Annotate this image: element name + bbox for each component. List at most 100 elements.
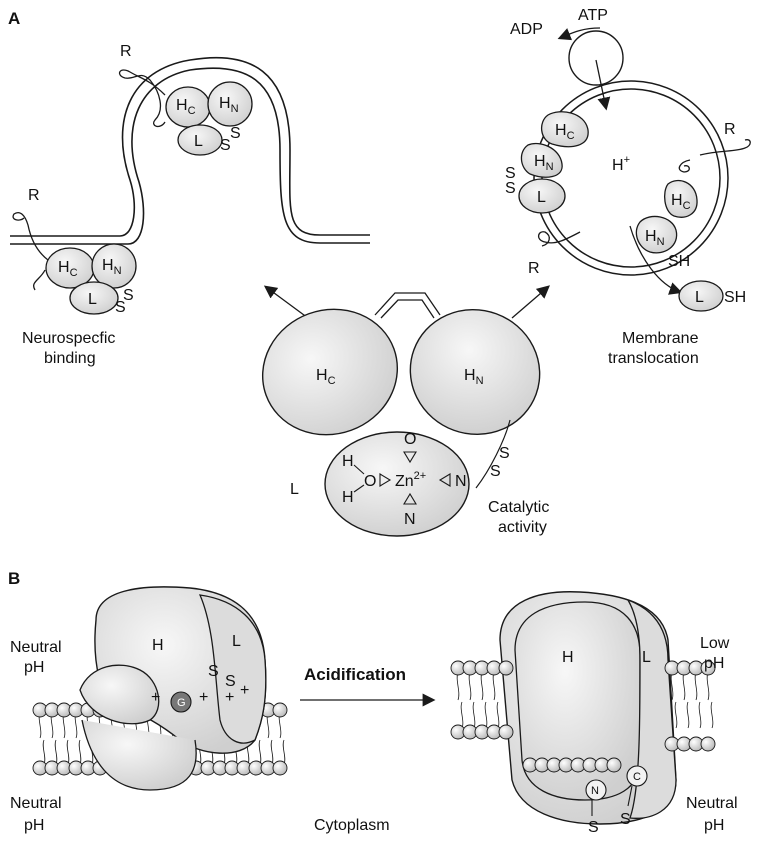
c-terminus-icon xyxy=(626,765,648,787)
s-label-neutral-2: S xyxy=(225,673,236,690)
interdomain-linker-inner xyxy=(380,299,435,319)
lipid-tail xyxy=(456,671,460,701)
membrane-translocation-group: ADP ATP H+ HC HN L S S R R HC HN SH L SH… xyxy=(505,7,751,367)
ganglioside-g-icon xyxy=(170,691,192,713)
s-label-vesicle-2: S xyxy=(505,180,516,197)
l-release-arrow xyxy=(629,225,683,295)
lipid-heads-right xyxy=(450,660,716,773)
n-terminus-label: N xyxy=(591,785,599,797)
hn-domain-vesicle-left xyxy=(520,142,563,178)
lipid-tail xyxy=(496,701,500,729)
lipid-head-lower xyxy=(606,757,622,773)
adp-label: ADP xyxy=(510,21,543,38)
plus-1: + xyxy=(151,689,160,706)
receptor-coil-vesicle-left xyxy=(537,231,581,247)
c-terminus-label: C xyxy=(633,771,641,783)
c-tail-line xyxy=(627,785,633,807)
lipid-tail xyxy=(686,701,690,729)
lipid-tail xyxy=(54,739,58,765)
lipid-tail xyxy=(66,739,70,765)
lipid-tail xyxy=(674,701,678,729)
arrow-to-binding xyxy=(263,285,309,319)
cytoplasm-label: Cytoplasm xyxy=(314,817,390,834)
lipid-tail xyxy=(480,671,484,701)
nitrogen-bottom-label: N xyxy=(404,511,416,528)
hn-label-top: HN xyxy=(219,95,239,115)
oh-bond-2 xyxy=(353,484,365,493)
hc-label-bottom: HC xyxy=(58,259,78,279)
lower-domain-neutral xyxy=(81,719,197,791)
lipid-tail xyxy=(694,671,698,701)
lipid-tail xyxy=(484,701,488,729)
s-label-center-2: S xyxy=(490,463,501,480)
hn-domain-center xyxy=(409,308,541,436)
hc-domain-vesicle-right xyxy=(663,179,698,218)
l-label-neutral: L xyxy=(232,633,241,650)
hn-label-vesicle-left: HN xyxy=(534,153,554,173)
h-label-low-ph: H xyxy=(562,649,574,666)
membrane-inner-line xyxy=(10,67,370,245)
l-label-top: L xyxy=(194,133,203,150)
l-domain-low-ph xyxy=(626,598,677,819)
lipid-head-lower xyxy=(272,760,288,776)
hn-label-bottom: HN xyxy=(102,257,122,277)
panel-b-label: B xyxy=(8,569,20,588)
neutral-ph-bottom-line2: pH xyxy=(24,817,44,834)
toxin-neutral-ph: H L S S G + + + + xyxy=(79,586,267,791)
receptor-coil-vesicle-right xyxy=(678,139,751,173)
zinc-label: Zn2+ xyxy=(395,470,426,490)
neutral-ph-right-line1: Neutral xyxy=(686,795,738,812)
hc-subdomain-neutral xyxy=(79,664,160,725)
oh-bond-1 xyxy=(353,464,365,475)
panel-a-label: A xyxy=(8,9,20,28)
atp-label: ATP xyxy=(578,7,608,24)
wedge-top-icon xyxy=(403,451,417,464)
l-label-vesicle-left: L xyxy=(537,189,546,206)
s-label-bottom-1: S xyxy=(123,287,134,304)
s-label-bottom-2: S xyxy=(115,299,126,316)
hc-domain-center xyxy=(261,308,399,436)
hn-domain-top xyxy=(207,81,253,127)
h-label-2: H xyxy=(342,489,354,506)
neutral-ph-top-line1: Neutral xyxy=(10,639,62,656)
n-terminus-icon xyxy=(585,779,607,801)
wedge-left-icon xyxy=(379,473,392,487)
vesicle-outer xyxy=(533,80,729,276)
oxygen-label: O xyxy=(404,431,416,448)
lipid-head-upper xyxy=(272,702,288,718)
plus-2: + xyxy=(199,689,208,706)
lipid-tail xyxy=(682,671,686,701)
neutral-ph-bottom-line1: Neutral xyxy=(10,795,62,812)
toxin-low-ph: H L N C S S xyxy=(499,591,677,836)
receptor-label-top: R xyxy=(120,43,132,60)
hc-label-vesicle-right: HC xyxy=(671,192,691,212)
l-label-bottom: L xyxy=(88,291,97,308)
proton-pump-arrow xyxy=(595,59,611,111)
lipid-tail xyxy=(270,739,274,765)
low-ph-line2: pH xyxy=(704,655,724,672)
hn-domain-bottom xyxy=(91,243,137,289)
neutral-ph-top-line2: pH xyxy=(24,659,44,676)
l-label-low-ph: L xyxy=(642,649,651,666)
s-label-top-1: S xyxy=(230,125,241,142)
hc-label-top: HC xyxy=(176,97,196,117)
s-label-low-ph-2: S xyxy=(620,811,631,828)
lipid-head-upper xyxy=(700,660,716,676)
disulfide-bridge xyxy=(475,419,511,489)
l-domain-center xyxy=(324,431,470,537)
l-label-released: L xyxy=(695,289,704,306)
lipid-tail xyxy=(468,671,472,701)
translocation-caption-line2: translocation xyxy=(608,350,699,367)
lipid-tail xyxy=(258,739,262,765)
hn-label-vesicle-right: HN xyxy=(645,228,665,248)
receptor-label-vesicle-right: R xyxy=(724,121,736,138)
plus-3: + xyxy=(225,689,234,706)
neurospecific-caption-line2: binding xyxy=(44,350,96,367)
lipid-tail xyxy=(78,739,82,765)
s-label-vesicle-1: S xyxy=(505,165,516,182)
atp-to-adp-arrow xyxy=(557,27,601,41)
h-label-neutral: H xyxy=(152,637,164,654)
water-oxygen-label: O xyxy=(364,473,376,490)
l-domain-bottom xyxy=(69,281,119,315)
s-label-low-ph-1: S xyxy=(588,819,599,836)
